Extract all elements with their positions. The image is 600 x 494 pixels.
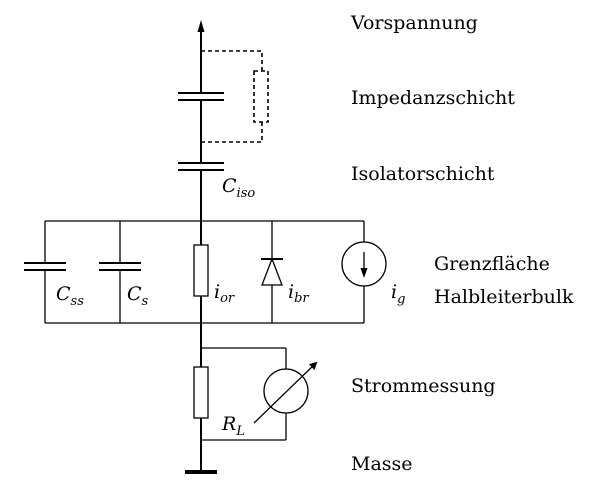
i-or-resistor — [193, 221, 209, 323]
insulator-capacitor — [178, 162, 224, 171]
label-bias: Vorspannung — [350, 12, 478, 34]
c-iso-label: Ciso — [222, 175, 255, 201]
impedance-resistor-dashed — [201, 50, 269, 143]
i-br-diode — [261, 221, 283, 323]
ammeter — [253, 348, 318, 440]
label-interface: Grenzfläche — [434, 253, 550, 275]
label-impedance-layer: Impedanzschicht — [351, 87, 515, 109]
c-s-label: Cs — [127, 283, 149, 309]
i-or-label: ior — [214, 281, 235, 306]
i-g-label: ig — [391, 281, 405, 307]
r-l-label: RL — [221, 413, 245, 439]
impedance-capacitor — [178, 92, 224, 101]
variable-arrow-icon — [253, 361, 318, 424]
c-s-capacitor — [99, 221, 141, 323]
bias-terminal — [197, 20, 205, 93]
label-ground: Masse — [351, 453, 413, 475]
label-insulator-layer: Isolatorschicht — [351, 163, 495, 185]
i-br-label: ibr — [288, 281, 309, 306]
i-g-current-source — [341, 221, 387, 323]
label-current-measurement: Strommessung — [351, 375, 496, 397]
c-ss-capacitor — [24, 221, 66, 323]
load-resistor — [193, 366, 209, 472]
label-semiconductor-bulk: Halbleiterbulk — [434, 286, 574, 308]
c-ss-label: Css — [56, 283, 84, 309]
bias-arrow-icon — [197, 20, 205, 32]
